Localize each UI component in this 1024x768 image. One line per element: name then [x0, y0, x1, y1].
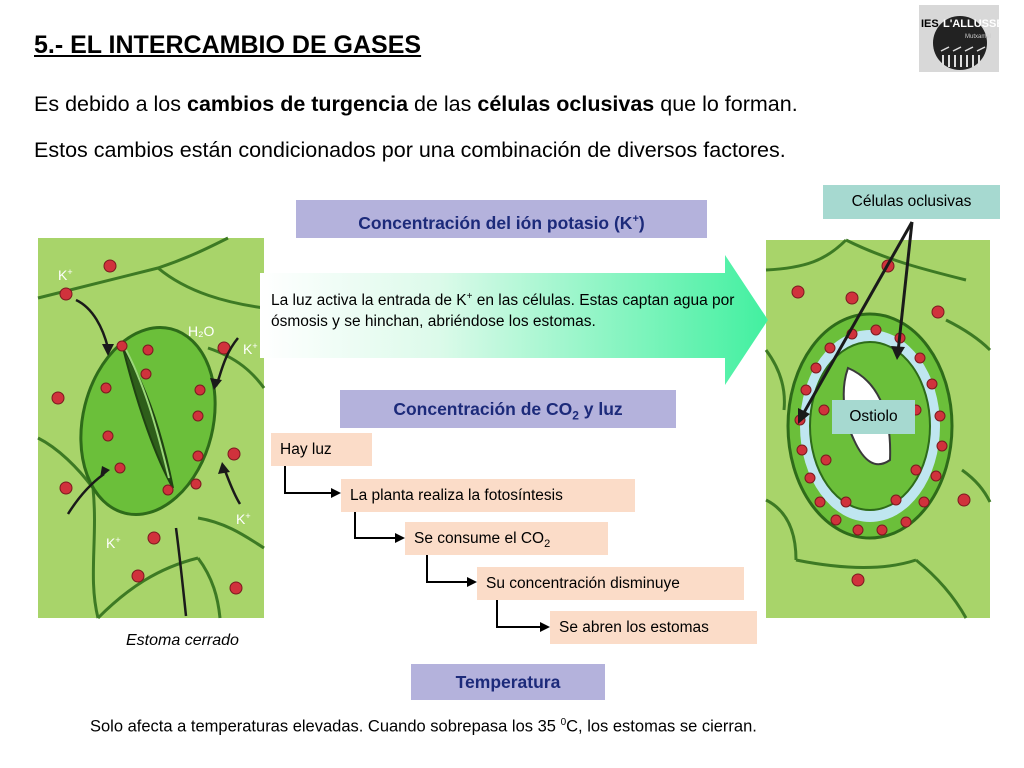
svg-text:K+: K+: [243, 341, 258, 357]
potassium-header: Concentración del ión potasio (K+): [296, 200, 707, 238]
potassium-description: La luz activa la entrada de K+ en las cé…: [271, 291, 735, 331]
intro-line-1: Es debido a los cambios de turgencia de …: [34, 92, 798, 116]
svg-text:Mutxamel: Mutxamel: [965, 34, 991, 40]
co2-header: Concentración de CO2 y luz: [340, 390, 676, 428]
closed-stoma-illustration: K+ H₂O K+ K+ K+: [37, 236, 266, 620]
temperature-header: Temperatura: [411, 664, 605, 700]
step-concentration-drops: Su concentración disminuye: [477, 567, 744, 600]
step-photosynthesis: La planta realiza la fotosíntesis: [341, 479, 635, 512]
pore-label: Ostiolo: [832, 400, 915, 434]
closed-stoma-caption: Estoma cerrado: [126, 632, 239, 649]
temperature-description: Solo afecta a temperaturas elevadas. Cua…: [90, 717, 757, 736]
svg-text:L'ALLUSSER: L'ALLUSSER: [943, 18, 1012, 30]
guard-cells-label: Células oclusivas: [823, 185, 1000, 219]
svg-text:K+: K+: [106, 535, 121, 551]
svg-text:K+: K+: [58, 267, 73, 283]
potassium-arrow: [260, 255, 768, 385]
step-co2-consumed: Se consume el CO2: [405, 522, 608, 555]
step-light: Hay luz: [271, 433, 372, 466]
school-logo: IES L'ALLUSSER Mutxamel: [919, 5, 1012, 72]
svg-text:IES: IES: [921, 18, 939, 30]
intro-line-2: Estos cambios están condicionados por un…: [34, 138, 786, 162]
svg-text:K+: K+: [236, 511, 251, 527]
svg-text:H₂O: H₂O: [188, 323, 215, 339]
slide-title: 5.- EL INTERCAMBIO DE GASES: [34, 31, 422, 59]
step-stomata-open: Se abren los estomas: [550, 611, 757, 644]
